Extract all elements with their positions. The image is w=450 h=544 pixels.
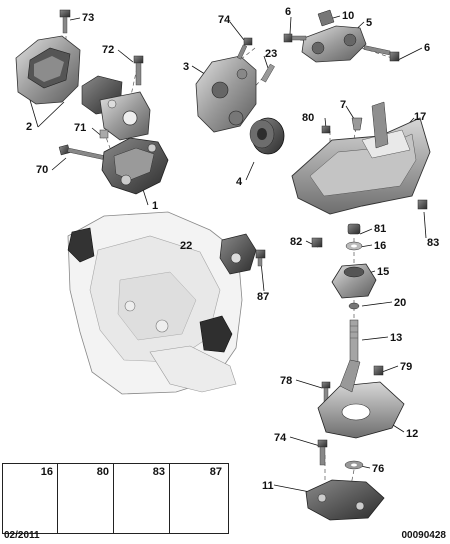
- callout-7: 7: [340, 99, 347, 111]
- callout-83: 83: [427, 237, 440, 249]
- legend-num-16: 16: [40, 466, 53, 478]
- legend-cell-80: 80: [59, 464, 114, 533]
- callout-1: 1: [152, 200, 159, 212]
- callout-22: 22: [180, 240, 193, 252]
- callout-10: 10: [342, 10, 355, 22]
- callout-74b: 74: [274, 432, 287, 444]
- callout-16: 16: [374, 240, 387, 252]
- nut-81: [347, 223, 361, 235]
- callout-71: 71: [74, 122, 87, 134]
- clip-7: [351, 117, 363, 131]
- bolt-83-plate: [417, 199, 428, 210]
- callout-3: 3: [183, 61, 190, 73]
- callout-87: 87: [257, 291, 270, 303]
- callout-82: 82: [290, 236, 303, 248]
- callout-4: 4: [236, 176, 243, 188]
- callout-5: 5: [366, 17, 373, 29]
- washer-16: [345, 241, 363, 251]
- callout-6b: 6: [424, 42, 431, 54]
- callout-80: 80: [302, 112, 315, 124]
- bolt-72: [133, 55, 144, 86]
- screw-79: [373, 365, 384, 376]
- base-bracket-11: [305, 479, 385, 521]
- legend-cell-16: 16: [3, 464, 58, 533]
- gearbox-bracket: [101, 137, 169, 195]
- link-arm: [301, 25, 367, 63]
- footer-code: 00090428: [401, 530, 447, 541]
- screw-87: [255, 249, 266, 267]
- support-bracket-12: [317, 359, 405, 439]
- legend-cell-87: 87: [171, 464, 226, 533]
- bolt-6-left: [283, 33, 307, 43]
- bolt-74-top: [236, 37, 253, 60]
- callout-13: 13: [390, 332, 403, 344]
- callout-15: 15: [377, 266, 390, 278]
- callout-20: 20: [394, 297, 407, 309]
- callout-17: 17: [414, 111, 427, 123]
- engine-block: [67, 211, 243, 395]
- footer-date: 02/2011: [4, 530, 40, 541]
- callout-78: 78: [280, 375, 293, 387]
- bolt-70: [58, 144, 104, 160]
- legend-cell-83: 83: [115, 464, 170, 533]
- spacer-20: [348, 302, 360, 310]
- engine-mount-housing: [15, 35, 81, 105]
- mount-bracket-assembly: [81, 75, 151, 141]
- washer-10: [317, 9, 335, 27]
- callout-81: 81: [374, 223, 387, 235]
- screw-80-top: [321, 125, 331, 134]
- legend-num-87: 87: [209, 466, 222, 478]
- callout-2: 2: [26, 121, 33, 133]
- support-plate: [291, 101, 431, 215]
- callout-79: 79: [400, 361, 413, 373]
- mount-15: [331, 263, 377, 299]
- callout-76: 76: [372, 463, 385, 475]
- stud-23: [260, 63, 275, 83]
- legend-num-80: 80: [96, 466, 109, 478]
- callout-23: 23: [265, 48, 278, 60]
- callout-6: 6: [285, 6, 292, 18]
- callout-74: 74: [218, 14, 231, 26]
- washer-76: [344, 460, 364, 470]
- callout-12: 12: [406, 428, 419, 440]
- bolt-6-right: [363, 45, 400, 62]
- rubber-bush: [249, 117, 285, 155]
- callout-72: 72: [102, 44, 115, 56]
- screw-82: [311, 237, 323, 248]
- bolt-73: [59, 9, 71, 34]
- torque-bracket: [195, 55, 257, 133]
- callout-70: 70: [36, 164, 49, 176]
- callout-11: 11: [262, 480, 274, 492]
- bolt-74-bottom: [317, 439, 328, 466]
- nut-71: [99, 129, 109, 139]
- legend-num-83: 83: [152, 466, 165, 478]
- bracket-22: [219, 233, 257, 275]
- callout-73: 73: [82, 12, 95, 24]
- fastener-legend: 16 80 83 87: [2, 463, 229, 534]
